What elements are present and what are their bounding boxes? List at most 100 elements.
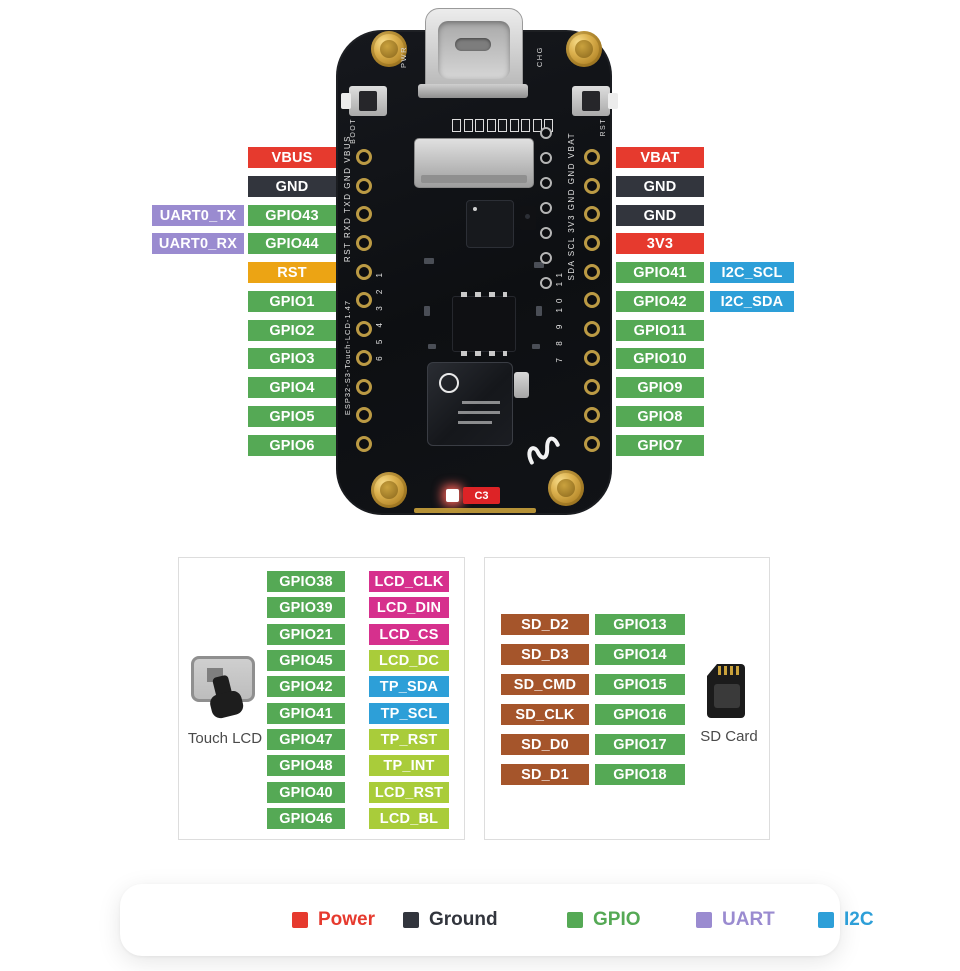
pin-badge: GPIO40 <box>267 782 345 803</box>
right-pin-silkscreen: SDA SCL 3V3 GND GND VBAT <box>567 132 576 281</box>
pwr-led-label: PWR <box>399 46 408 68</box>
boot-button-cap <box>341 93 351 109</box>
pin-badge: SD_CLK <box>501 704 589 725</box>
legend-item-ground: Ground <box>403 884 498 956</box>
pin-hole <box>584 349 600 366</box>
crystal-oscillator <box>514 372 529 398</box>
boot-button-core <box>359 91 377 111</box>
ic-chip <box>466 200 514 248</box>
component <box>428 344 436 349</box>
pin-badge: GPIO46 <box>267 808 345 829</box>
pin-badge: GPIO8 <box>616 406 704 427</box>
legend-swatch-gpio <box>567 912 583 928</box>
sd-card-icon <box>707 664 745 718</box>
legend-item-power: Power <box>292 884 375 956</box>
mounting-hole <box>566 31 602 67</box>
pin-header-right <box>584 149 600 452</box>
legend-label-power: Power <box>318 909 376 930</box>
c3-silkscreen: C3 <box>463 487 500 504</box>
touch-hand-icon <box>210 675 244 719</box>
sd-card-panel: SD Card SD_D2 GPIO13 SD_D3 GPIO14 SD_CMD… <box>484 557 770 840</box>
pin-badge: GPIO21 <box>267 624 345 645</box>
legend-item-i2c: I2C <box>818 884 874 956</box>
legend-swatch-uart <box>696 912 712 928</box>
right-pin-numbers: 7 8 9 10 11 <box>555 268 564 363</box>
pin-badge: GPIO6 <box>248 435 336 456</box>
legend-item-uart: UART <box>696 884 775 956</box>
component <box>534 262 544 268</box>
pin-badge: TP_INT <box>369 755 449 776</box>
mems-mic <box>520 206 536 230</box>
usb-c-connector <box>425 8 523 94</box>
legend-item-gpio: GPIO <box>567 884 641 956</box>
pin-badge: GPIO42 <box>267 676 345 697</box>
pin-hole <box>584 235 600 252</box>
pin-hole <box>356 292 372 309</box>
pin-badge: GPIO9 <box>616 377 704 398</box>
legend-label-gpio: GPIO <box>593 909 641 930</box>
mounting-hole <box>371 31 407 67</box>
pin-hole <box>584 149 600 165</box>
pin-badge: GPIO1 <box>248 291 336 312</box>
reset-button-core <box>582 91 600 111</box>
pin-badge: LCD_BL <box>369 808 449 829</box>
pin-hole <box>540 177 552 189</box>
pin-badge: LCD_RST <box>369 782 449 803</box>
pin-badge: RST <box>248 262 336 283</box>
pin-hole <box>540 277 552 289</box>
pin-badge: GPIO18 <box>595 764 685 785</box>
pin-hole <box>356 206 372 223</box>
pin-hole <box>584 292 600 309</box>
pin-badge: VBAT <box>616 147 704 168</box>
tf-card-slot <box>414 138 534 188</box>
header-pad-row <box>452 119 553 132</box>
pin-badge: SD_CMD <box>501 674 589 695</box>
pin-badge: LCD_DC <box>369 650 449 671</box>
component <box>424 258 434 264</box>
usb-c-opening <box>455 38 491 51</box>
pin-hole <box>584 321 600 338</box>
pin-badge: GPIO17 <box>595 734 685 755</box>
gold-edge <box>414 508 536 513</box>
pin-hole <box>584 263 600 280</box>
chg-led-label: CHG <box>535 46 544 68</box>
pin-badge: GPIO41 <box>616 262 704 283</box>
pin-badge: SD_D3 <box>501 644 589 665</box>
pin-badge: GND <box>616 205 704 226</box>
component <box>536 306 542 316</box>
pin-badge: GPIO48 <box>267 755 345 776</box>
pin-badge: GPIO14 <box>595 644 685 665</box>
pin-hole <box>356 378 372 395</box>
pin-hole <box>356 435 372 452</box>
legend-swatch-ground <box>403 912 419 928</box>
pin-badge: VBUS <box>248 147 336 168</box>
pin-badge: GPIO15 <box>595 674 685 695</box>
pin-badge: SD_D0 <box>501 734 589 755</box>
pin-badge: LCD_CS <box>369 624 449 645</box>
pin-badge: UART0_RX <box>152 233 244 254</box>
pin-badge: LCD_DIN <box>369 597 449 618</box>
pin-badge: GPIO47 <box>267 729 345 750</box>
espressif-logo-icon <box>439 373 459 393</box>
left-pin-silkscreen: RST RXD TXD GND VBUS <box>343 135 352 263</box>
left-pin-numbers: 6 5 4 3 2 1 <box>375 268 384 361</box>
mounting-hole <box>371 472 407 508</box>
pin-badge: GPIO43 <box>248 205 336 226</box>
usb-c-shell <box>418 84 528 98</box>
pin-hole <box>356 349 372 366</box>
legend-swatch-power <box>292 912 308 928</box>
pin-badge: GPIO45 <box>267 650 345 671</box>
pin-badge: I2C_SDA <box>710 291 794 312</box>
legend-bar: Power Ground GPIO UART I2C <box>120 884 874 956</box>
pin-hole <box>584 407 600 424</box>
pin-badge: GND <box>248 176 336 197</box>
pin-hole <box>356 149 372 165</box>
pin-badge: GPIO38 <box>267 571 345 592</box>
inner-pad-column <box>540 127 552 289</box>
sd-card-label: SD Card <box>700 728 758 745</box>
pin-hole <box>584 206 600 223</box>
pin-badge: TP_SCL <box>369 703 449 724</box>
mounting-hole <box>548 470 584 506</box>
pin-badge: GPIO16 <box>595 704 685 725</box>
